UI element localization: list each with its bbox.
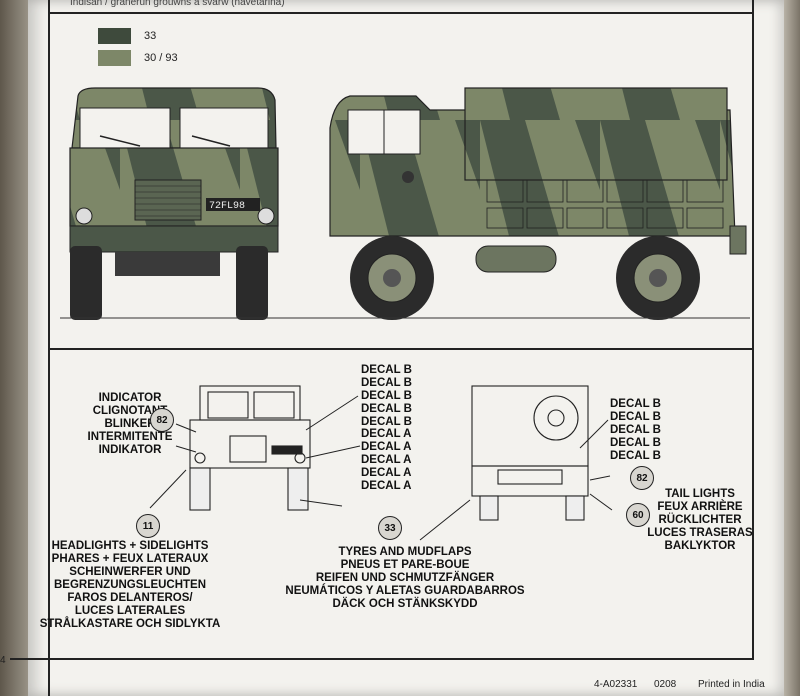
front-view-painted: 72FL98 [69, 87, 279, 320]
part-badge-82-rear: 82 [630, 466, 654, 490]
leader-lines [149, 395, 613, 541]
part-badge-11: 11 [136, 514, 160, 538]
page-shadow-right [784, 0, 800, 696]
swatch-33 [98, 28, 131, 44]
tail-lights-label: TAIL LIGHTS FEUX ARRIÈRE RÜCKLICHTER LUC… [647, 488, 753, 552]
swatch-33-label: 33 [144, 30, 157, 42]
footer-code: 4-A02331 [594, 679, 638, 690]
footer-date: 0208 [654, 679, 677, 690]
tyres-label: TYRES AND MUDFLAPS PNEUS ET PARE-BOUE RE… [285, 546, 525, 610]
part-badge-82-front: 82 [150, 408, 174, 432]
decal-b-rear-label: DECAL B DECAL B DECAL B DECAL B DECAL B [610, 398, 661, 462]
swatch-30-93-label: 30 / 93 [144, 52, 178, 64]
side-view-painted [329, 87, 747, 320]
number-plate: 72FL98 [209, 201, 245, 212]
header-subtitle: Indisan / granerun grouwns a svarw (nave… [70, 0, 285, 8]
page-shadow-left [0, 0, 30, 696]
front-view-lineart [189, 385, 311, 511]
decal-a-label: DECAL A DECAL A DECAL A DECAL A DECAL A [361, 428, 412, 492]
part-badge-60: 60 [626, 503, 650, 527]
headlights-label: HEADLIGHTS + SIDELIGHTS PHARES + FEUX LA… [39, 540, 221, 630]
indicator-label: INDICATOR CLIGNOTANT BLINKER INTERMITENT… [87, 392, 173, 456]
section-divider [48, 348, 752, 350]
decal-b-front-label: DECAL B DECAL B DECAL B DECAL B DECAL B [361, 364, 412, 428]
top-border-line [48, 12, 752, 14]
page-number: 4 [0, 655, 6, 666]
swatch-30-93 [98, 50, 131, 66]
part-badge-33: 33 [378, 516, 402, 540]
right-border-line [752, 0, 754, 660]
footer-printed: Printed in India [698, 679, 765, 690]
rear-view-lineart [471, 385, 589, 521]
bottom-border-line [10, 658, 752, 660]
